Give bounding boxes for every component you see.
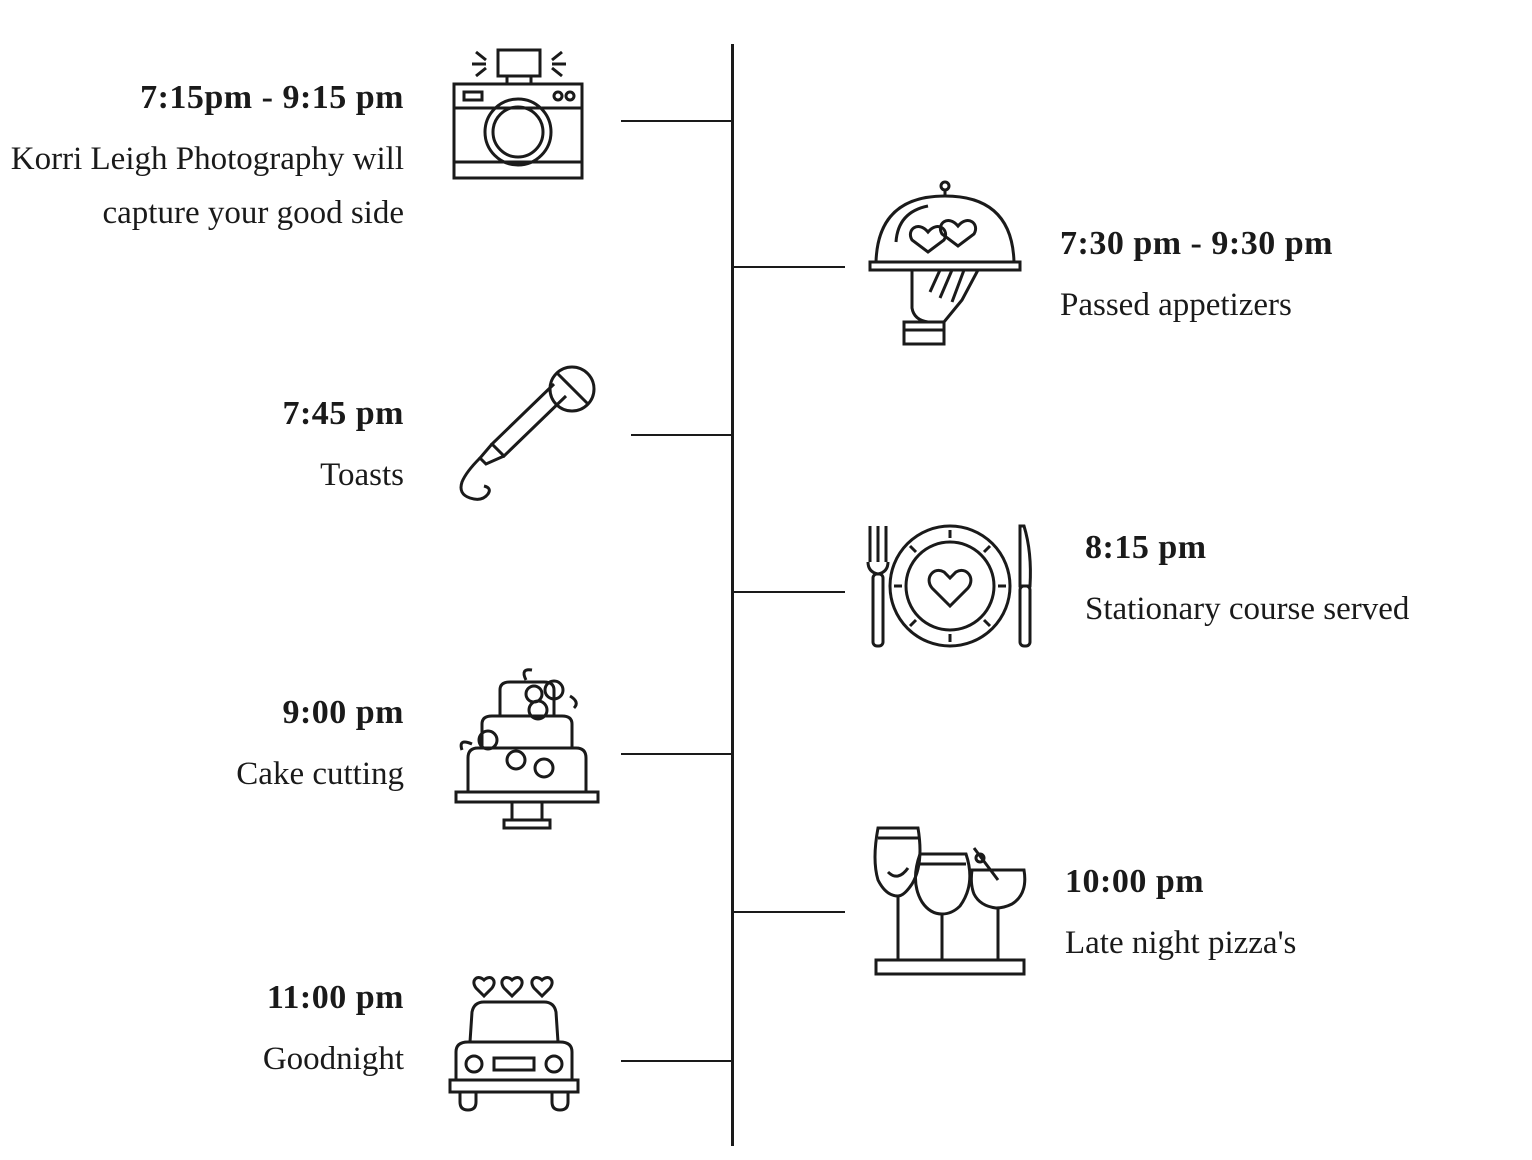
wedding-cake-icon — [452, 668, 602, 830]
event-time: 8:15 pm — [1085, 529, 1207, 566]
cocktail-glasses-icon — [872, 824, 1028, 976]
connector-left-1 — [621, 120, 732, 122]
event-time: 11:00 pm — [266, 979, 404, 1016]
event-time: 7:30 pm - 9:30 pm — [1060, 225, 1333, 262]
event-time: 7:15pm - 9:15 pm — [140, 79, 404, 116]
connector-left-2 — [631, 434, 732, 436]
event-description: Stationary course served — [1085, 591, 1410, 627]
event-toasts: 7:45 pm Toasts — [10, 394, 404, 502]
camera-icon — [452, 46, 584, 180]
car-with-hearts-icon — [448, 976, 580, 1112]
event-time: 9:00 pm — [282, 694, 404, 731]
event-stationary-course: 8:15 pm Stationary course served — [1085, 528, 1525, 636]
event-description: Korri Leigh Photography will capture you… — [10, 141, 404, 231]
plate-cutlery-icon — [864, 522, 1036, 650]
event-description: Passed appetizers — [1060, 287, 1292, 323]
cloche-icon — [868, 180, 1022, 346]
connector-left-3 — [621, 753, 732, 755]
event-photography: 7:15pm - 9:15 pm Korri Leigh Photography… — [10, 78, 404, 240]
connector-right-3 — [733, 911, 845, 913]
event-goodnight: 11:00 pm Goodnight — [10, 978, 404, 1086]
connector-right-1 — [733, 266, 845, 268]
microphone-icon — [456, 364, 602, 508]
event-description: Goodnight — [262, 1041, 404, 1077]
event-description: Cake cutting — [236, 756, 404, 792]
connector-left-4 — [621, 1060, 732, 1062]
event-description: Late night pizza's — [1065, 925, 1297, 961]
event-time: 10:00 pm — [1065, 863, 1205, 900]
connector-right-2 — [733, 591, 845, 593]
event-late-night-pizza: 10:00 pm Late night pizza's — [1065, 862, 1505, 970]
timeline-spine — [731, 44, 734, 1146]
event-appetizers: 7:30 pm - 9:30 pm Passed appetizers — [1060, 224, 1500, 332]
event-cake-cutting: 9:00 pm Cake cutting — [10, 693, 404, 801]
event-time: 7:45 pm — [282, 395, 404, 432]
event-description: Toasts — [320, 457, 404, 493]
